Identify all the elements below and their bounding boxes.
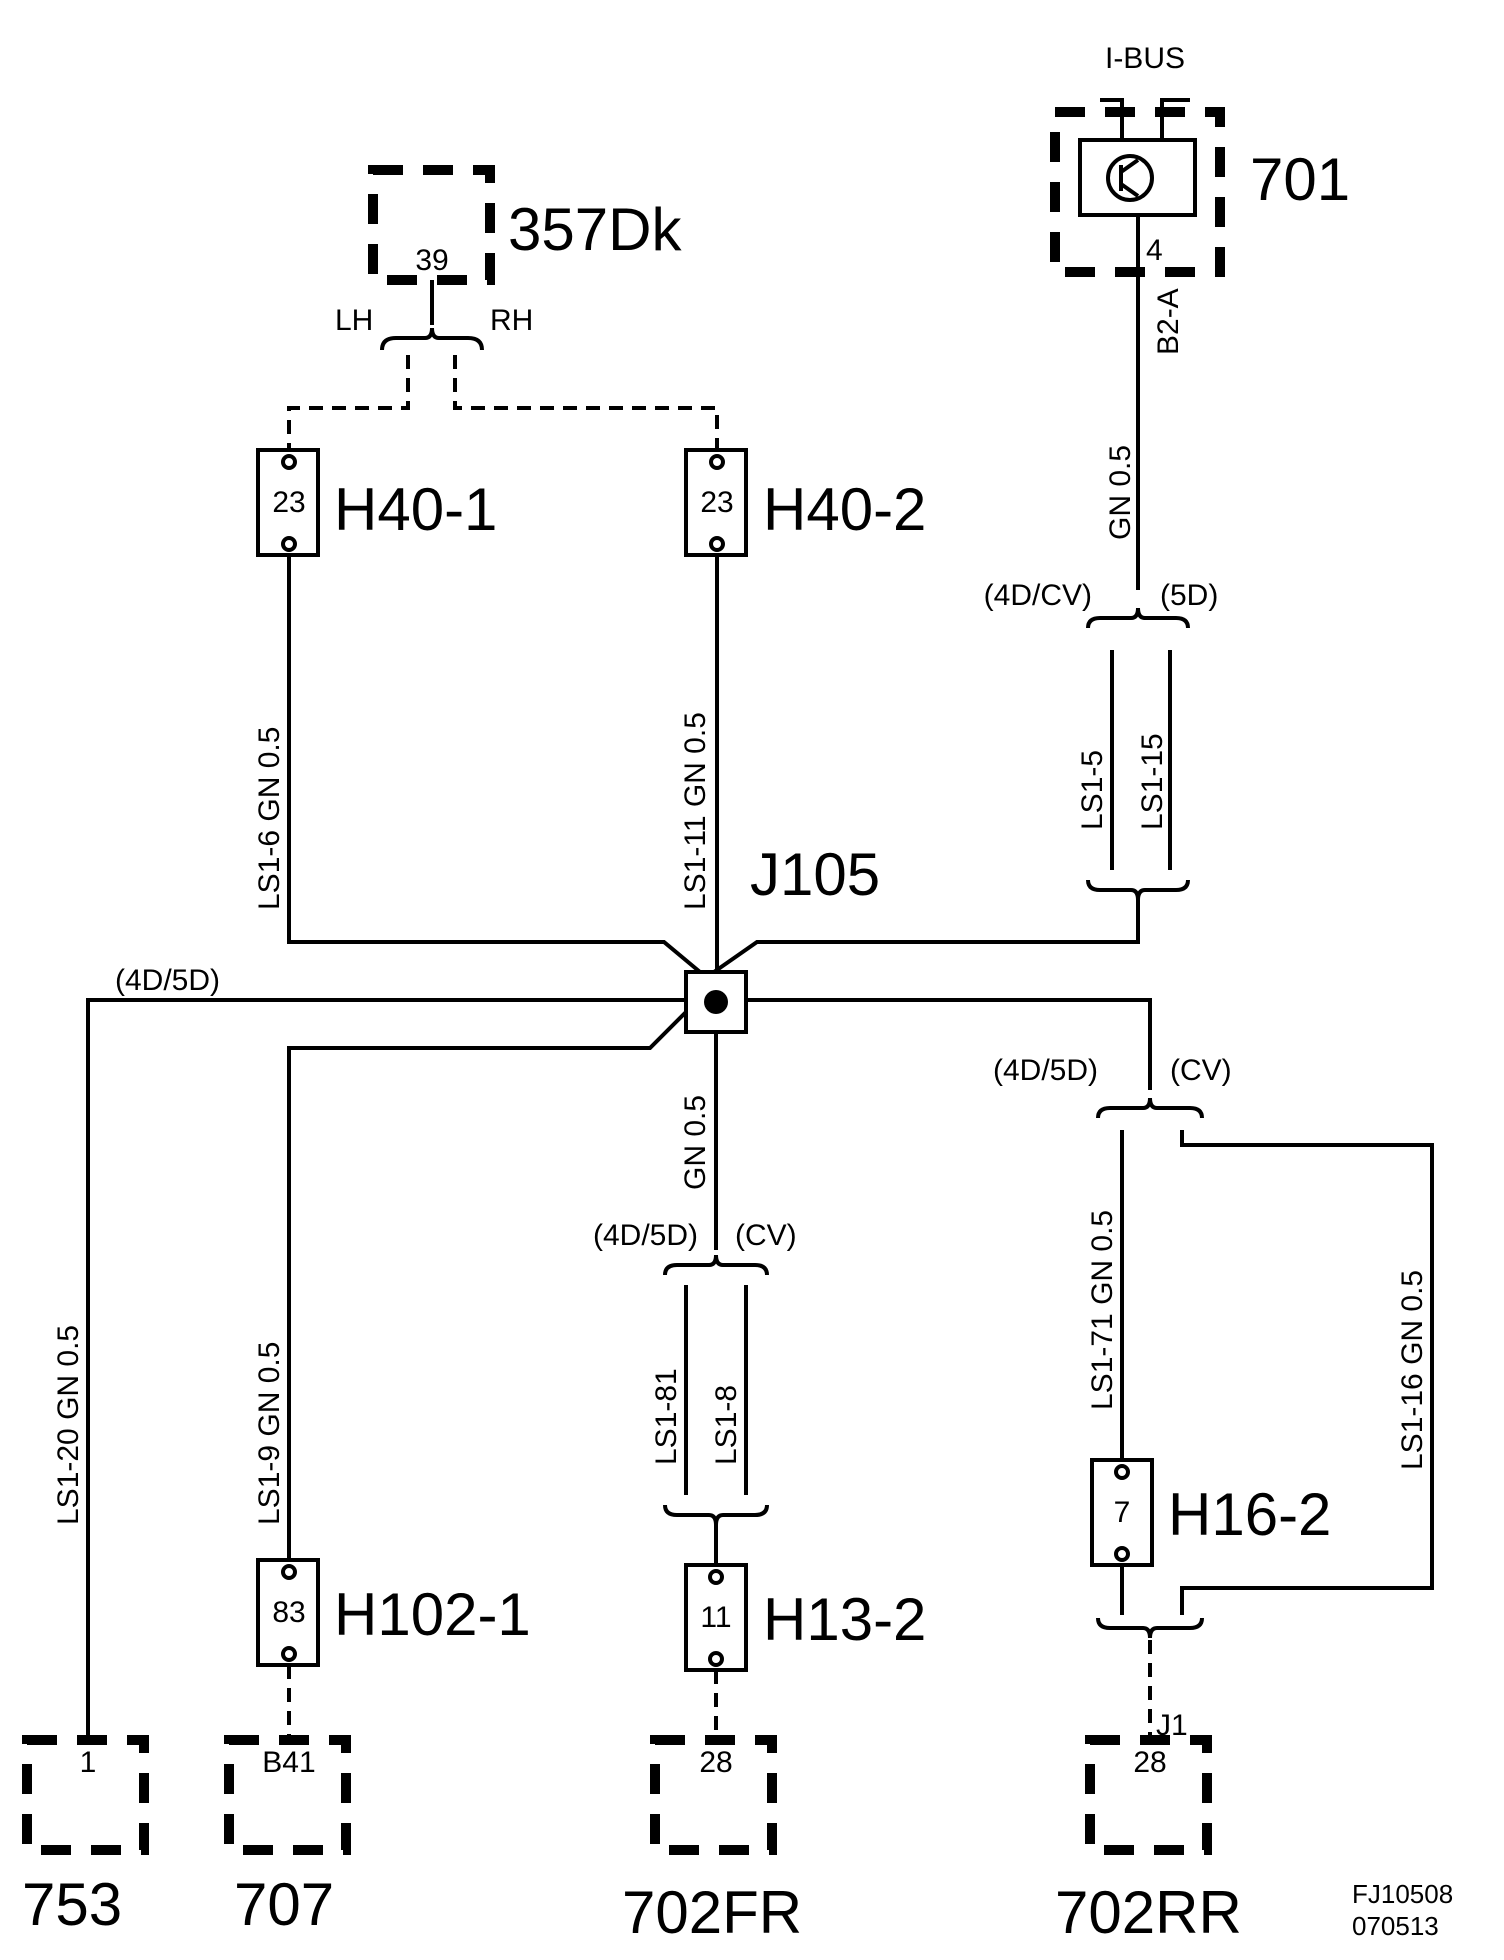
branch-center: GN 0.5 (4D/5D) (CV) LS1-81 LS1-8 <box>593 1032 797 1565</box>
pin-707: B41 <box>262 1746 315 1779</box>
label-753: 753 <box>22 1871 122 1938</box>
connector-h40-1: 23 H40-1 LS1-6 GN 0.5 <box>253 448 702 974</box>
pin-h16-2: 7 <box>1114 1496 1131 1529</box>
wire-id-b2a: B2-A <box>1152 288 1185 355</box>
wire-ls1-16: LS1-16 GN 0.5 <box>1396 1270 1429 1470</box>
label-j1: J1 <box>1156 1709 1188 1742</box>
variant-701-left: (4D/CV) <box>984 579 1092 612</box>
footer-code: FJ10508 <box>1352 1879 1453 1909</box>
label-h13-2: H13-2 <box>763 1586 926 1653</box>
wire-ls1-5: LS1-5 <box>1076 750 1109 830</box>
label-702rr: 702RR <box>1055 1879 1242 1946</box>
connector-h40-2: 23 H40-2 LS1-11 GN 0.5 <box>679 448 926 972</box>
connector-h102-1: LS1-9 GN 0.5 83 H102-1 <box>253 1342 531 1740</box>
wire-ls1-8: LS1-8 <box>710 1385 743 1465</box>
label-rh: RH <box>490 304 533 337</box>
variant-701-right: (5D) <box>1160 579 1218 612</box>
connector-h16-2: 7 H16-2 <box>1090 1458 1331 1740</box>
variant-right-left: (4D/5D) <box>993 1054 1098 1087</box>
component-357dk: 39 357Dk LH RH <box>287 165 719 455</box>
wire-ls1-71: LS1-71 GN 0.5 <box>1086 1210 1119 1410</box>
wire-gn-701: GN 0.5 <box>1104 445 1137 540</box>
variant-right-right: (CV) <box>1170 1054 1232 1087</box>
label-357dk: 357Dk <box>508 196 682 263</box>
component-707: B41 707 <box>224 1735 351 1938</box>
pin-h40-1: 23 <box>272 486 305 519</box>
label-h102-1: H102-1 <box>334 1581 531 1648</box>
pin-702fr: 28 <box>699 1746 732 1779</box>
footer-codes: FJ10508 070513 <box>1352 1879 1453 1941</box>
variant-center-left: (4D/5D) <box>593 1219 698 1252</box>
component-702fr: 28 702FR <box>622 1735 802 1946</box>
variant-center-right: (CV) <box>735 1219 797 1252</box>
wire-ls1-20: LS1-20 GN 0.5 <box>52 1325 85 1525</box>
connector-h13-2: 11 H13-2 <box>684 1563 926 1740</box>
label-707: 707 <box>234 1871 334 1938</box>
pin-h102-1: 83 <box>272 1596 305 1629</box>
branch-right: (4D/5D) (CV) LS1-71 GN 0.5 LS1-16 GN 0.5 <box>993 1054 1434 1615</box>
pin-702rr: 28 <box>1133 1746 1166 1779</box>
label-h16-2: H16-2 <box>1168 1481 1331 1548</box>
wire-ls1-11: LS1-11 GN 0.5 <box>679 712 712 910</box>
pin-h13-2: 11 <box>700 1601 731 1634</box>
label-j105: J105 <box>750 841 880 908</box>
pin-357dk: 39 <box>415 244 448 277</box>
footer-date: 070513 <box>1352 1911 1439 1941</box>
component-753: 1 753 <box>22 1735 149 1938</box>
wire-ls1-9: LS1-9 GN 0.5 <box>253 1342 286 1525</box>
label-ibus: I-BUS <box>1105 42 1185 75</box>
label-702fr: 702FR <box>622 1879 802 1946</box>
label-h40-2: H40-2 <box>763 476 926 543</box>
pin-h40-2: 23 <box>700 486 733 519</box>
variant-left-bus: (4D/5D) <box>115 964 220 997</box>
wire-gn-center: GN 0.5 <box>679 1095 712 1190</box>
pin-701: 4 <box>1146 234 1163 267</box>
component-701: I-BUS 701 4 B2-A GN 0.5 (4D/CV) (5D) LS1… <box>712 42 1350 974</box>
junction-j105: J105 (4D/5D) <box>86 841 1152 1740</box>
label-701: 701 <box>1250 146 1350 213</box>
component-702rr: J1 28 702RR <box>1055 1709 1242 1946</box>
wire-ls1-81: LS1-81 <box>650 1368 683 1465</box>
branch-753: LS1-20 GN 0.5 <box>52 1325 85 1525</box>
wire-ls1-6: LS1-6 GN 0.5 <box>253 727 286 910</box>
pin-753: 1 <box>80 1746 97 1779</box>
label-lh: LH <box>335 304 373 337</box>
label-h40-1: H40-1 <box>334 476 497 543</box>
wire-ls1-15: LS1-15 <box>1136 733 1169 830</box>
